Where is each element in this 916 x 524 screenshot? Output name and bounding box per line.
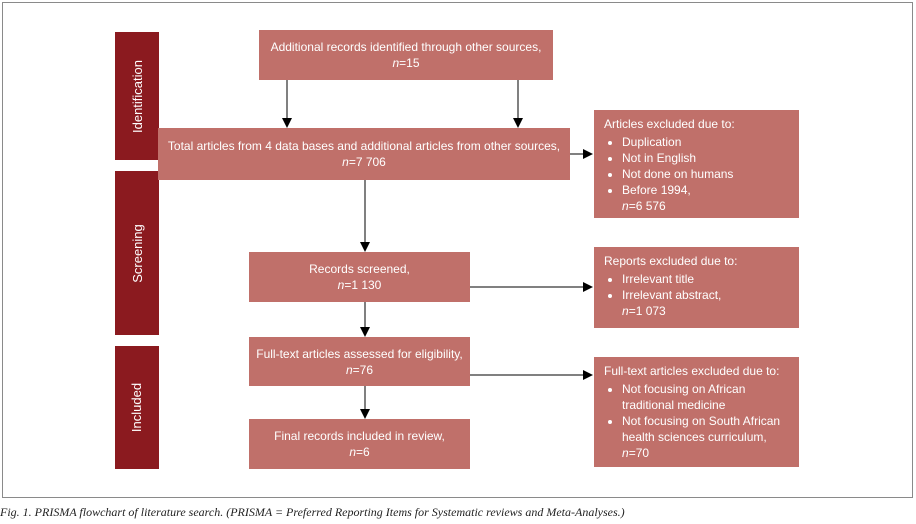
additional-n-value: =15 [399,56,420,70]
box-reports-excluded: Reports excluded due to: Irrelevant titl… [594,247,799,328]
additional-n-prefix: n [392,56,400,70]
box-fulltext-assessed: Full-text articles assessed for eligibil… [249,337,470,386]
list-item: Duplication [622,134,789,150]
figure-caption: Fig. 1. PRISMA flowchart of literature s… [0,505,625,519]
box-additional-records: Additional records identified through ot… [259,30,553,80]
reports-n-value: =1 073 [628,304,666,318]
list-item: Not in English [622,150,789,166]
list-item: Before 1994, [622,182,789,198]
list-item: Irrelevant title [622,271,789,287]
fulltext-n-prefix: n [345,362,353,377]
screened-text: Records screened, [309,262,410,276]
total-articles-text: Total articles from 4 data bases and add… [167,139,561,153]
diagram-frame [2,2,913,498]
final-n-prefix: n [349,445,356,459]
fulltext-excl-n-value: =70 [628,446,650,460]
final-records-text: Final records included in review, [274,429,445,443]
list-item: Not done on humans [622,166,789,182]
reports-n-prefix: n [622,304,629,318]
box-articles-excluded: Articles excluded due to: Duplication No… [594,110,799,218]
box-total-articles: Total articles from 4 data bases and add… [158,128,570,180]
stage-screening: Screening [115,171,159,335]
total-n-prefix: n [342,155,349,169]
stage-included: Included [115,346,159,469]
stage-identification: Identification [115,32,159,160]
list-item: Not focusing on African traditional medi… [622,381,789,413]
box-fulltext-excluded: Full-text articles excluded due to: Not … [594,357,799,467]
box-final-records: Final records included in review, n=6 [249,419,470,469]
total-n-value: =7 706 [348,155,386,169]
list-item: Not focusing on South African health sci… [622,413,789,445]
fulltext-excluded-list: Not focusing on African traditional medi… [604,381,789,445]
box-records-screened: Records screened, n=1 130 [249,252,470,302]
fulltext-n-value: =76 [352,362,374,377]
articles-n-value: =6 576 [628,199,666,213]
screened-n-prefix: n [337,278,345,292]
reports-excluded-list: Irrelevant title Irrelevant abstract, [604,271,789,303]
fulltext-excluded-title: Full-text articles excluded due to: [604,364,780,378]
articles-excluded-title: Articles excluded due to: [604,117,735,131]
articles-n-prefix: n [622,199,629,213]
fulltext-excl-n-prefix: n [622,446,629,460]
additional-records-text: Additional records identified through ot… [270,40,542,54]
final-n-value: =6 [356,445,370,459]
screened-n-value: =1 130 [344,278,382,292]
fulltext-assessed-text: Full-text articles assessed for eligibil… [256,346,463,361]
articles-excluded-list: Duplication Not in English Not done on h… [604,134,789,198]
list-item: Irrelevant abstract, [622,287,789,303]
reports-excluded-title: Reports excluded due to: [604,254,738,268]
